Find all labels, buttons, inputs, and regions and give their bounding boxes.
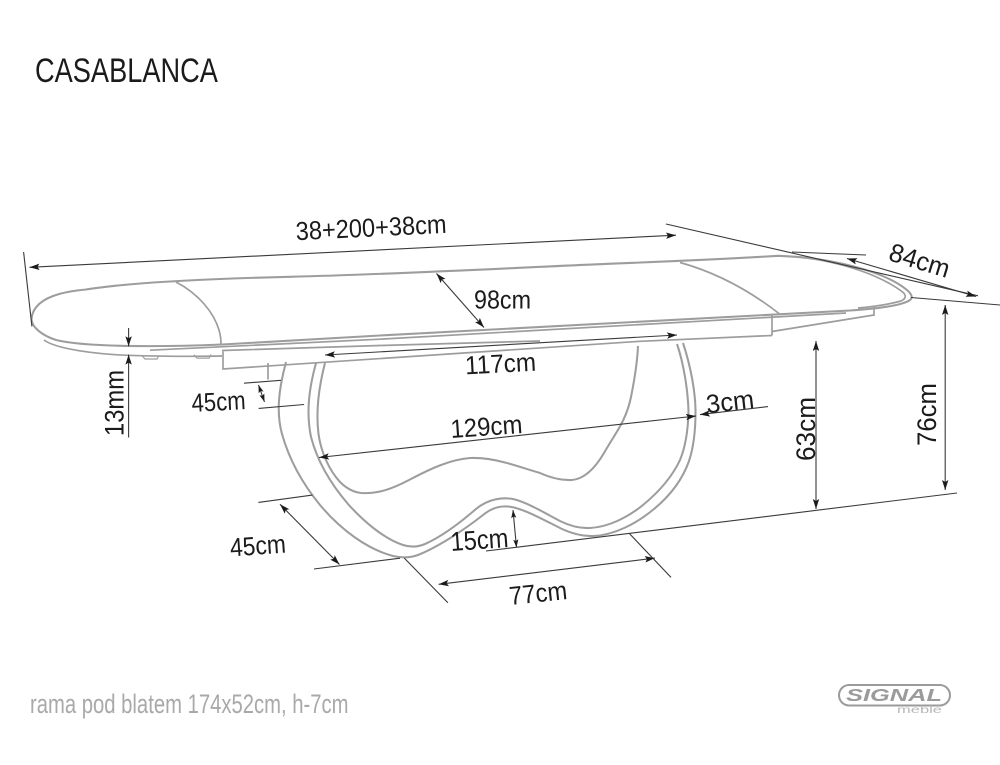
svg-text:45cm: 45cm: [229, 529, 287, 563]
svg-text:3cm: 3cm: [704, 384, 755, 419]
svg-text:meble: meble: [897, 704, 942, 716]
svg-text:98cm: 98cm: [474, 285, 531, 315]
svg-text:117cm: 117cm: [464, 347, 536, 381]
svg-text:129cm: 129cm: [449, 409, 523, 444]
svg-text:38+200+38cm: 38+200+38cm: [295, 209, 447, 246]
svg-text:13mm: 13mm: [100, 370, 130, 436]
svg-text:SIGNAL: SIGNAL: [846, 685, 942, 705]
svg-text:76cm: 76cm: [912, 383, 942, 446]
svg-text:77cm: 77cm: [508, 575, 569, 611]
svg-text:45cm: 45cm: [191, 385, 246, 418]
svg-text:15cm: 15cm: [449, 523, 509, 557]
svg-text:63cm: 63cm: [791, 397, 821, 461]
